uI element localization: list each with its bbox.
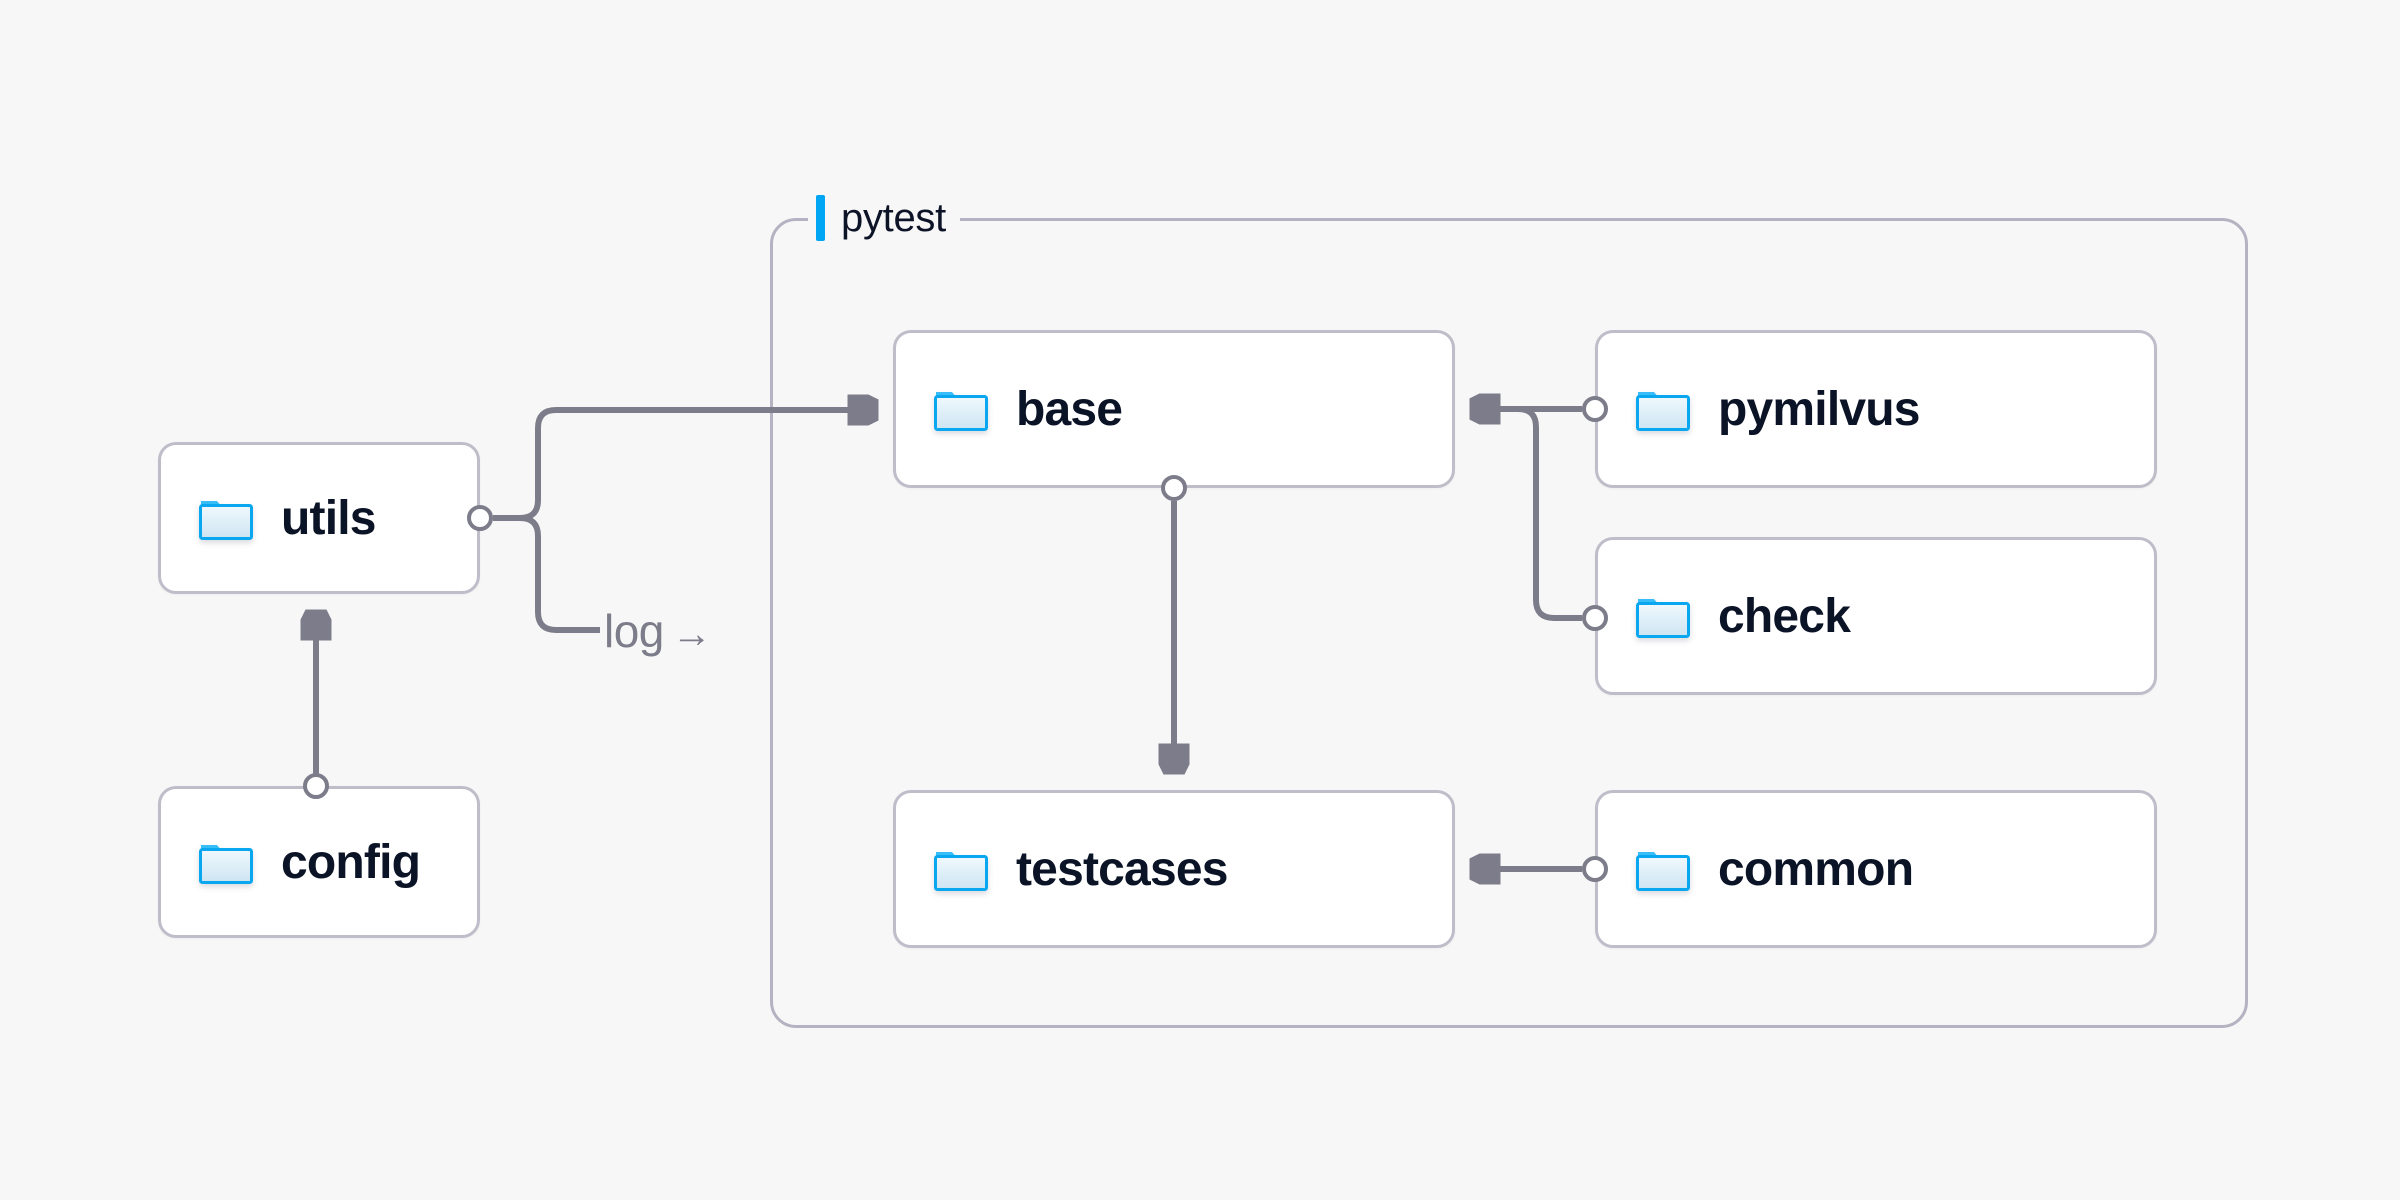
node-base[interactable]: base [893,330,1455,488]
folder-icon [199,845,253,884]
node-testcases[interactable]: testcases [893,790,1455,948]
edge-label-log-text: log [604,605,664,657]
node-config[interactable]: config [158,786,480,938]
node-pymilvus[interactable]: pymilvus [1595,330,2157,488]
node-utils-content: utils [161,491,376,546]
edge-label-log-arrow-icon: → [671,612,712,656]
node-common-label: common [1718,842,1914,896]
node-config-label: config [281,835,421,889]
node-pymilvus-content: pymilvus [1598,382,1920,437]
handle-pymilvus-left[interactable] [1582,396,1608,422]
folder-icon [1636,392,1690,431]
node-common[interactable]: common [1595,790,2157,948]
node-testcases-content: testcases [896,842,1228,897]
group-accent-bar [816,195,825,241]
folder-icon [934,392,988,431]
folder-icon [1636,599,1690,638]
node-check-content: check [1598,589,1851,644]
group-label-pytest: pytest [808,192,960,244]
edge-utils-to-base [493,410,876,521]
node-base-label: base [1016,382,1123,436]
edge-label-log: log→ [604,604,712,658]
folder-icon [1636,852,1690,891]
node-testcases-label: testcases [1016,842,1228,896]
node-config-content: config [161,835,421,890]
folder-icon [199,501,253,540]
handle-config-top[interactable] [303,773,329,799]
node-check[interactable]: check [1595,537,2157,695]
node-base-content: base [896,382,1123,437]
handle-check-left[interactable] [1582,605,1608,631]
node-utils-label: utils [281,491,376,545]
node-utils[interactable]: utils [158,442,480,594]
edge-check-to-base [1472,409,1582,621]
node-common-content: common [1598,842,1914,897]
handle-base-bottom[interactable] [1161,475,1187,501]
handle-utils-right[interactable] [467,505,493,531]
folder-icon [934,852,988,891]
handle-common-left[interactable] [1582,856,1608,882]
node-pymilvus-label: pymilvus [1718,382,1920,436]
group-container-pytest[interactable] [770,218,2248,1028]
node-check-label: check [1718,589,1851,643]
edge-utils-to-log [493,515,600,633]
group-title: pytest [841,196,946,240]
